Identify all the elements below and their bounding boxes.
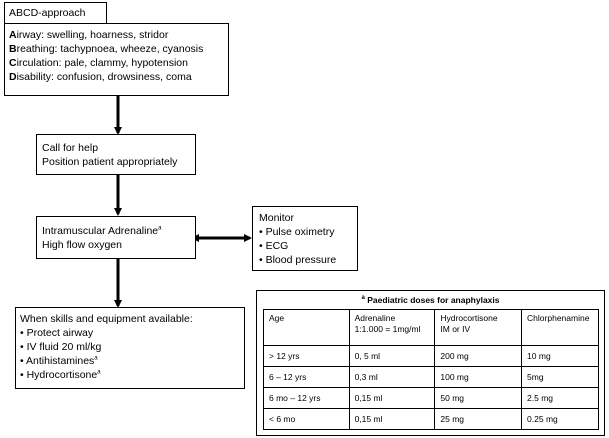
cell-adrenaline: 0,15 ml bbox=[348, 408, 436, 430]
header-chlorphenamine: Chlorphenamine bbox=[521, 309, 599, 346]
cell-age: 6 – 12 yrs bbox=[263, 366, 350, 388]
skills-title: When skills and equipment available: bbox=[20, 313, 193, 325]
skills-item-iv-fluid: • IV fluid 20 ml/kg bbox=[20, 341, 102, 353]
antihistamines-footnote-mark: a bbox=[94, 355, 98, 362]
adrenaline-text: Intramuscular Adrenalinea bbox=[42, 225, 162, 237]
hydrocortisone-footnote-mark: a bbox=[97, 369, 101, 376]
abcd-list: Airway: swelling, hoarness, stridor Brea… bbox=[9, 28, 203, 84]
monitor-item-ecg: • ECG bbox=[259, 240, 289, 252]
table-row: 6 – 12 yrs 0,3 ml 100 mg 5mg bbox=[263, 366, 599, 388]
adrenaline-footnote-mark: a bbox=[158, 225, 162, 232]
cell-adrenaline: 0,3 ml bbox=[348, 366, 436, 388]
cell-age: 6 mo – 12 yrs bbox=[263, 387, 350, 409]
skills-item-antihistamines: • Antihistaminesa bbox=[20, 355, 98, 367]
cell-chlorphenamine: 0.25 mg bbox=[521, 408, 599, 430]
adrenaline-box: Intramuscular Adrenalinea High flow oxyg… bbox=[36, 216, 196, 259]
cell-adrenaline: 0, 5 ml bbox=[348, 345, 436, 367]
cell-hydrocortisone: 100 mg bbox=[434, 366, 523, 388]
skills-item-protect-airway: • Protect airway bbox=[20, 327, 94, 339]
table-row: > 12 yrs 0, 5 ml 200 mg 10 mg bbox=[263, 345, 599, 367]
position-patient-text: Position patient appropriately bbox=[42, 156, 178, 168]
skills-box: When skills and equipment available: • P… bbox=[15, 307, 245, 389]
call-for-help-text: Call for help bbox=[42, 142, 99, 154]
call-for-help-box: Call for help Position patient appropria… bbox=[36, 134, 196, 175]
abcd-title-box: ABCD-approach bbox=[4, 2, 107, 24]
abcd-title: ABCD-approach bbox=[9, 7, 86, 19]
monitor-title: Monitor bbox=[259, 212, 295, 224]
header-age: Age bbox=[263, 309, 350, 346]
cell-adrenaline: 0,15 ml bbox=[348, 387, 436, 409]
table-row: < 6 mo 0,15 ml 25 mg 0.25 mg bbox=[263, 408, 599, 430]
abcd-box: Airway: swelling, hoarness, stridor Brea… bbox=[4, 23, 229, 96]
cell-age: < 6 mo bbox=[263, 408, 350, 430]
abcd-airway: Airway: swelling, hoarness, stridor bbox=[9, 29, 169, 41]
cell-chlorphenamine: 10 mg bbox=[521, 345, 599, 367]
cell-hydrocortisone: 200 mg bbox=[434, 345, 523, 367]
cell-age: > 12 yrs bbox=[263, 345, 350, 367]
monitor-box: Monitor • Pulse oximetry • ECG • Blood p… bbox=[252, 206, 358, 271]
skills-item-hydrocortisone: • Hydrocortisonea bbox=[20, 369, 101, 381]
abcd-disability: Disability: confusion, drowsiness, coma bbox=[9, 71, 192, 83]
cell-chlorphenamine: 5mg bbox=[521, 366, 599, 388]
abcd-breathing: Breathing: tachypnoea, wheeze, cyanosis bbox=[9, 43, 204, 55]
abcd-circulation: Circulation: pale, clammy, hypotension bbox=[9, 57, 188, 69]
monitor-item-blood-pressure: • Blood pressure bbox=[259, 254, 337, 266]
table-row: 6 mo – 12 yrs 0,15 ml 50 mg 2.5 mg bbox=[263, 387, 599, 409]
monitor-item-pulse-oximetry: • Pulse oximetry bbox=[259, 226, 335, 238]
oxygen-text: High flow oxygen bbox=[42, 239, 122, 251]
paediatric-doses-title: a Paediatric doses for anaphylaxis bbox=[361, 295, 500, 305]
cell-hydrocortisone: 50 mg bbox=[434, 387, 523, 409]
cell-hydrocortisone: 25 mg bbox=[434, 408, 523, 430]
paediatric-doses-box: a Paediatric doses for anaphylaxis Age A… bbox=[256, 290, 605, 436]
cell-chlorphenamine: 2.5 mg bbox=[521, 387, 599, 409]
